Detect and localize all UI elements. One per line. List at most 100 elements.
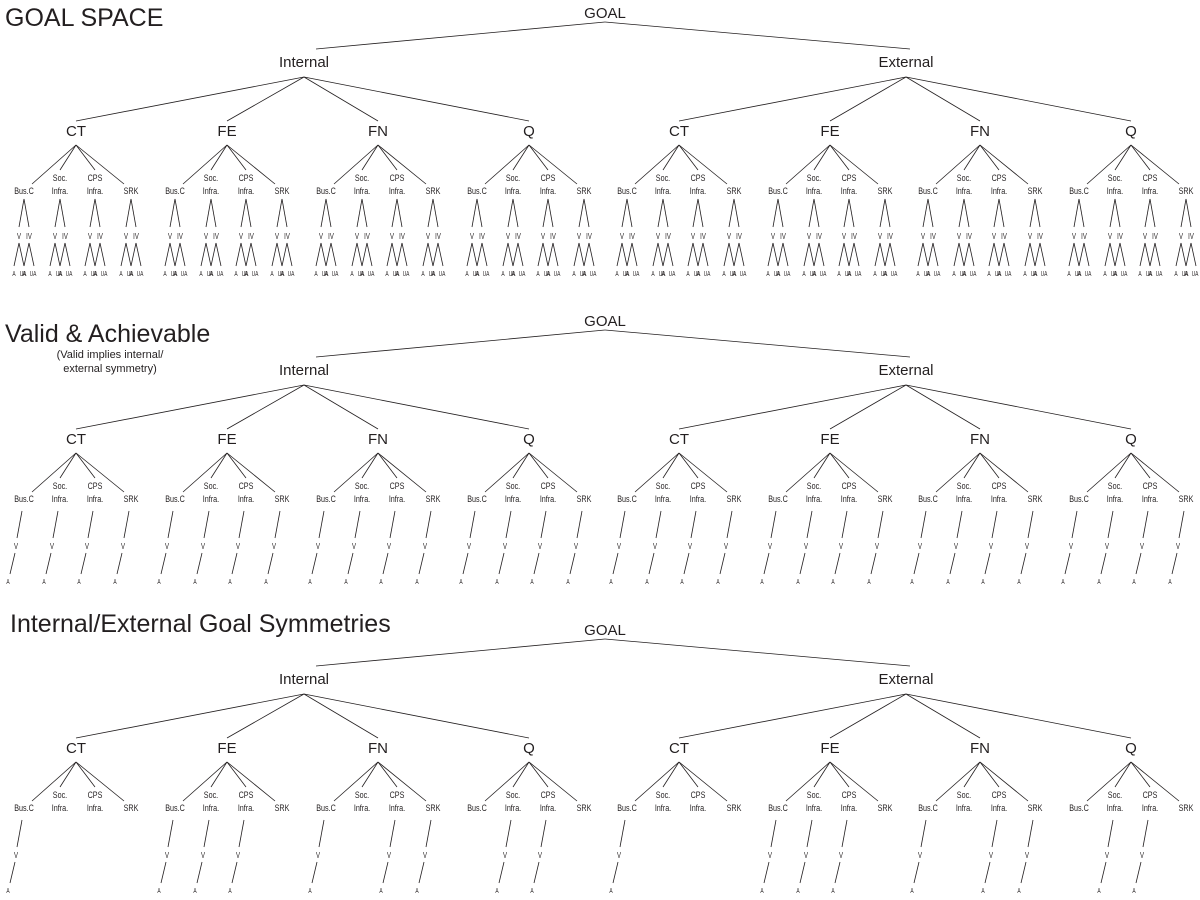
edge-to-ua (993, 242, 1000, 267)
edge-sub-v (274, 510, 281, 539)
edge-v-a (160, 552, 167, 575)
validity-node-v: V (85, 543, 89, 551)
edge-to-a (1024, 242, 1031, 267)
edge-sub-iv (733, 198, 740, 228)
edge-to-a (130, 242, 137, 267)
achievability-node-ua: UA (810, 271, 818, 278)
validity-node-iv: IV (133, 233, 139, 241)
subcategory-label-line1: Soc. (53, 481, 67, 491)
achievability-node-ua: UA (995, 271, 1003, 278)
subcategory-node-infra: Infra. (238, 803, 254, 813)
subcategory-label-line1: CPS (992, 790, 1007, 800)
achievability-node-a: A (867, 579, 871, 586)
edge-to-a (988, 242, 995, 267)
edge-fe-sub-4 (226, 452, 276, 493)
edge-to-a (245, 242, 252, 267)
edge-v-a (799, 552, 806, 575)
edge-fn-sub-4 (377, 761, 427, 802)
edge-to-ua (968, 242, 975, 267)
edge-sub-iv (512, 198, 519, 228)
achievability-node-a: A (350, 271, 354, 278)
achievability-node-a: A (716, 579, 720, 586)
edge-q-sub-4 (528, 761, 578, 802)
edge-to-ua (853, 242, 860, 267)
subcategory-node-srk: SRK (727, 803, 742, 813)
edge-sub-v (505, 819, 512, 848)
edge-sub-v (1178, 510, 1185, 539)
edge-to-ua (517, 242, 524, 267)
validity-node-v: V (1025, 852, 1029, 860)
edge-sub-v (89, 198, 96, 228)
edge-sub-v (841, 510, 848, 539)
category-node-fe: FE (820, 123, 839, 140)
edge-v-a (9, 861, 16, 884)
edge-fn-sub-1 (935, 761, 981, 802)
edge-internal-fe (226, 76, 305, 122)
edge-to-a (537, 242, 544, 267)
edge-sub-v (203, 819, 210, 848)
edge-to-a (573, 242, 580, 267)
achievability-node-a: A (360, 271, 364, 278)
edge-external-q (905, 693, 1132, 739)
achievability-node-a: A (916, 271, 920, 278)
edge-to-ua (1029, 242, 1036, 267)
edge-to-a (687, 242, 694, 267)
achievability-node-a: A (1033, 271, 1037, 278)
branch-node-external: External (878, 54, 933, 71)
achievability-node-ua: UA (322, 271, 330, 278)
edge-to-a (235, 242, 242, 267)
edge-sub-v (16, 510, 23, 539)
edge-sub-v (1142, 510, 1149, 539)
subcategory-label-line1: Soc. (204, 790, 218, 800)
subcategory-label-line1: Soc. (656, 173, 670, 183)
validity-node-v: V (691, 233, 695, 241)
achievability-node-a: A (495, 888, 499, 895)
validity-node-v: V (316, 543, 320, 551)
edge-v-a (80, 552, 87, 575)
edge-goal-internal (315, 638, 606, 667)
subcategory-node-infra: Infra. (956, 803, 972, 813)
achievability-node-ua: UA (970, 271, 978, 278)
edge-fn-sub-3 (979, 761, 1000, 788)
edge-to-a (23, 242, 30, 267)
validity-node-v: V (165, 852, 169, 860)
edge-to-ua (1073, 242, 1080, 267)
validity-node-v: V (989, 543, 993, 551)
edge-external-ct (678, 384, 907, 430)
edge-v-a (913, 861, 920, 884)
edge-fe-sub-2 (813, 144, 831, 171)
edge-to-ua (427, 242, 434, 267)
edge-to-ua (782, 242, 789, 267)
edge-external-fe (829, 384, 907, 430)
validity-node-iv: IV (479, 233, 485, 241)
achievability-node-a: A (831, 579, 835, 586)
edge-sub-iv (130, 198, 137, 228)
achievability-node-ua: UA (429, 271, 437, 278)
edge-sub-v (1109, 198, 1116, 228)
edge-sub-v (958, 198, 965, 228)
achievability-node-ua: UA (669, 271, 677, 278)
edge-to-ua (366, 242, 373, 267)
edge-sub-v (542, 198, 549, 228)
edge-sub-v (1180, 198, 1187, 228)
edge-sub-v (657, 198, 664, 228)
edge-q-sub-2 (512, 144, 530, 171)
branch-node-internal: Internal (279, 671, 329, 688)
achievability-node-ua: UA (473, 271, 481, 278)
subcategory-label-line1: CPS (390, 790, 405, 800)
category-node-fn: FN (970, 431, 990, 448)
subcategory-node-infra: Infra. (203, 803, 219, 813)
subcategory-label-line1: Soc. (506, 481, 520, 491)
edge-v-a (1135, 861, 1142, 884)
subcategory-node-srk: SRK (878, 494, 893, 504)
validity-node-v: V (1028, 233, 1032, 241)
validity-node-iv: IV (1037, 233, 1043, 241)
subcategory-node-infra: Infra. (1107, 186, 1123, 196)
edge-sub-v (993, 198, 1000, 228)
achievability-node-a: A (415, 888, 419, 895)
edge-sub-v (806, 510, 813, 539)
edge-to-ua (889, 242, 896, 267)
subcategory-label-line1: Soc. (355, 481, 369, 491)
edge-ct-sub-3 (75, 144, 96, 171)
